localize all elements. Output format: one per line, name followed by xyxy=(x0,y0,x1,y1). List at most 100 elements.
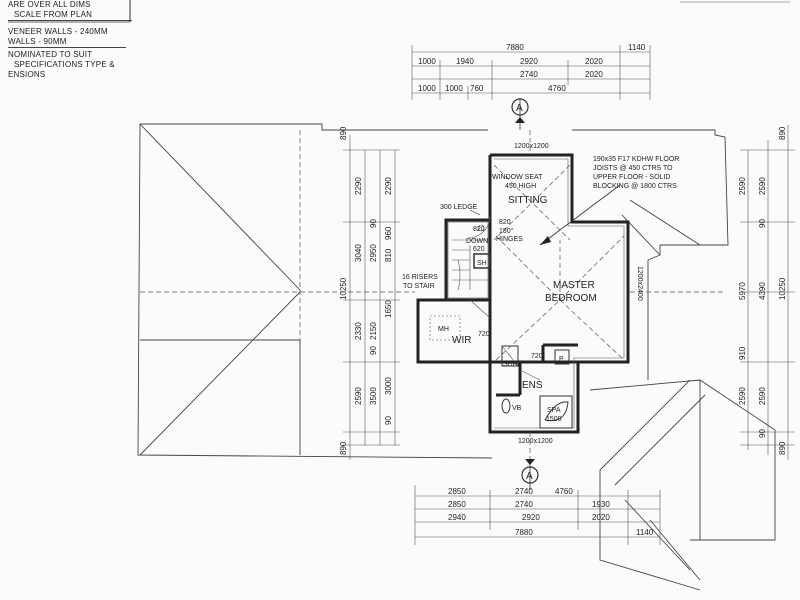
dim-label: 910 xyxy=(738,346,747,360)
ens-fixtures xyxy=(501,345,573,429)
window-seat-height: 450 HIGH xyxy=(505,183,536,190)
dims-bottom: 2850 2740 4760 2850 2740 1930 2940 2920 … xyxy=(414,485,661,545)
door-note: 820 xyxy=(499,219,511,226)
dim-label: 2590 xyxy=(354,387,363,405)
dim-label: 2940 xyxy=(448,513,466,522)
dim-720: 720 xyxy=(478,331,490,338)
note-line: ENSIONS xyxy=(8,70,46,79)
note-line: SPECIFICATIONS TYPE & xyxy=(14,60,115,69)
dim-label: 2740 xyxy=(520,70,538,79)
dim-label: 90 xyxy=(758,219,767,228)
dim-label: 2850 xyxy=(448,487,466,496)
window-size-bottom: 1200x1200 xyxy=(518,438,553,445)
sh-label: SH xyxy=(477,260,487,267)
dim-label: 2020 xyxy=(585,57,603,66)
note-line: ARE OVER ALL DIMS xyxy=(8,0,91,9)
note-line: VENEER WALLS - 240MM xyxy=(8,27,108,36)
dim-label: 1000 xyxy=(418,57,436,66)
dim-label: 2150 xyxy=(369,322,378,340)
stair xyxy=(447,184,621,299)
spa-size: 1500 xyxy=(546,416,562,423)
vb-label: VB xyxy=(512,405,522,412)
dim-label: 2590 xyxy=(758,387,767,405)
room-label-sitting: SITTING xyxy=(508,195,548,206)
room-label-master: MASTER xyxy=(553,280,595,291)
p-label: P xyxy=(559,356,564,363)
ceiling-lines xyxy=(493,130,625,460)
roof-outline xyxy=(137,123,776,591)
dim-label: 2920 xyxy=(522,513,540,522)
dim-label: 90 xyxy=(369,219,378,228)
dim-label: 2920 xyxy=(520,57,538,66)
dim-label: 2290 xyxy=(354,177,363,195)
dim-label: 2740 xyxy=(515,487,533,496)
mh-label: MH xyxy=(438,326,449,333)
ledge-note: 300 LEDGE xyxy=(440,204,478,211)
dim-label: 7880 xyxy=(506,43,524,52)
dim-label: 1140 xyxy=(636,528,654,537)
window-size-top: 1200x1200 xyxy=(514,143,549,150)
dim-label: 90 xyxy=(758,429,767,438)
dim-label: 2590 xyxy=(738,387,747,405)
section-label: A xyxy=(526,471,533,482)
joist-note: BLOCKING @ 1800 CTRS xyxy=(593,183,677,190)
dim-label: 90 xyxy=(369,346,378,355)
dim-label: 810 xyxy=(384,248,393,262)
dim-label: 3040 xyxy=(354,244,363,262)
dim-label: 2950 xyxy=(369,244,378,262)
dim-label: 1930 xyxy=(592,500,610,509)
dim-label: 890 xyxy=(778,441,787,455)
section-marker-bottom: A xyxy=(521,459,539,490)
window-size-side: 1200x2400 xyxy=(636,266,643,301)
dim-label: 4760 xyxy=(548,84,566,93)
dim-label: 1940 xyxy=(456,57,474,66)
dim-label: 3500 xyxy=(369,387,378,405)
dim-label: 2850 xyxy=(448,500,466,509)
joist-note: JOISTS @ 450 CTRS TO xyxy=(593,165,673,172)
door-note: HINGES xyxy=(496,236,523,243)
dim-label: 2590 xyxy=(738,177,747,195)
dim-label: 2590 xyxy=(758,177,767,195)
dim-720: 720 xyxy=(531,353,543,360)
note-line: SCALE FROM PLAN xyxy=(8,10,132,21)
dim-label: 760 xyxy=(470,84,484,93)
dims-left: 890 2290 3040 2950 960 810 1650 10250 23… xyxy=(339,126,400,460)
dim-label: 10250 xyxy=(778,277,787,300)
room-label-bedroom: BEDROOM xyxy=(545,293,597,304)
note-line: WALLS - 90MM xyxy=(8,37,126,48)
joist-note: UPPER FLOOR - SOLID xyxy=(593,174,670,181)
risers-note: TO STAIR xyxy=(403,283,435,290)
note-line: NOMINATED TO SUIT xyxy=(8,50,93,59)
section-marker-top: A xyxy=(511,98,529,130)
dim-label: 2740 xyxy=(515,500,533,509)
dim-label: 90 xyxy=(384,416,393,425)
dim-label: 890 xyxy=(339,441,348,455)
dim-label: 960 xyxy=(384,226,393,240)
spa-label: SPA xyxy=(547,407,561,414)
dim-label: 1000 xyxy=(418,84,436,93)
room-label-wir: WIR xyxy=(452,335,471,346)
down-note: DOWN xyxy=(466,238,488,245)
dim-label: 7880 xyxy=(515,528,533,537)
wir-fixtures xyxy=(429,299,491,341)
dim-label: 1140 xyxy=(628,43,646,52)
dim-label: 890 xyxy=(778,126,787,140)
dim-label: 2290 xyxy=(384,177,393,195)
dim-label: 3000 xyxy=(384,377,393,395)
door-note: 180° xyxy=(499,227,514,235)
dims-top: 7880 1140 1000 1940 2920 2020 2740 2020 … xyxy=(411,43,651,100)
room-label-ens: ENS xyxy=(522,380,543,391)
dim-label: 1650 xyxy=(384,300,393,318)
dim-label: 2020 xyxy=(585,70,603,79)
dim-label: 1000 xyxy=(445,84,463,93)
dims-right: 890 2590 2590 90 10250 4390 5970 910 259… xyxy=(738,125,795,460)
dim-620: 620 xyxy=(473,246,485,253)
dim-label: 890 xyxy=(339,126,348,140)
dim-label: 10250 xyxy=(339,277,348,300)
dim-820: 820 xyxy=(473,226,485,233)
dim-label: 4760 xyxy=(555,487,573,496)
window-seat-label: WINDOW SEAT xyxy=(492,174,543,181)
dim-label: 2330 xyxy=(354,322,363,340)
